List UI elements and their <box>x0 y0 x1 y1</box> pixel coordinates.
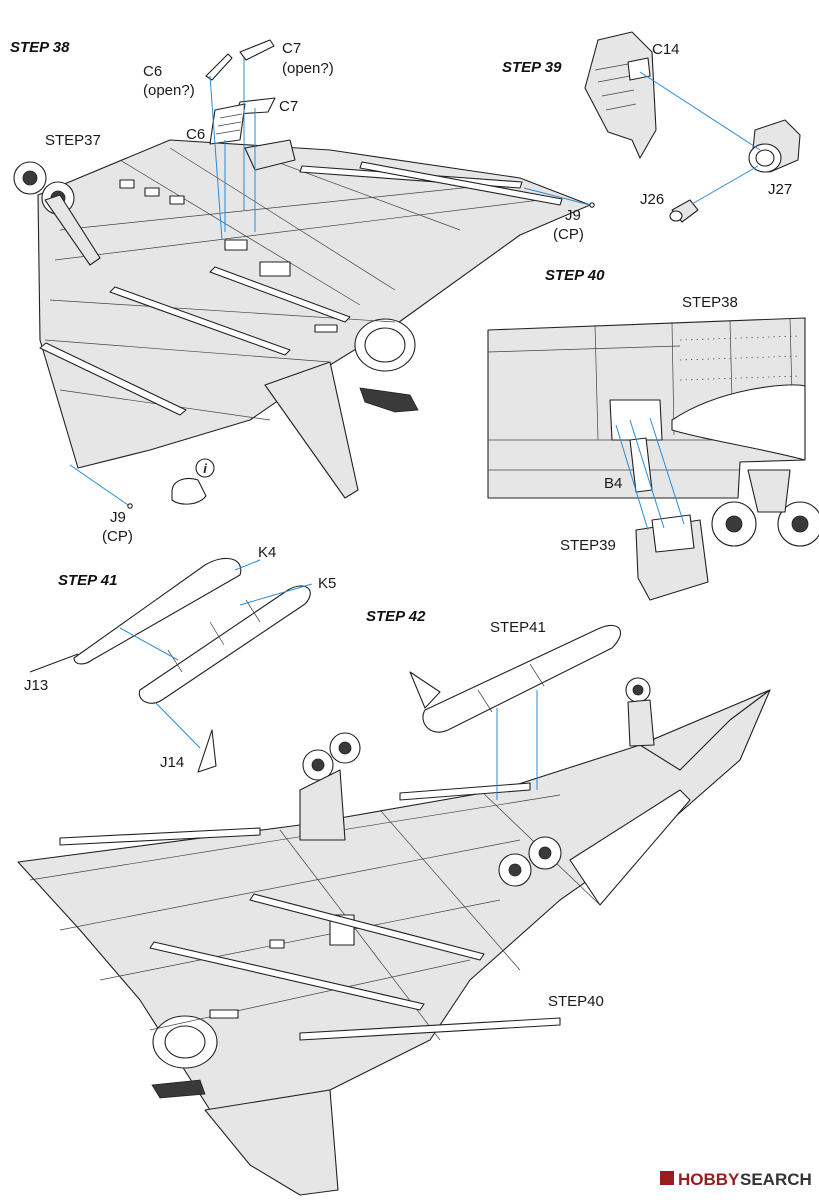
step-40-fuselage-detail <box>487 317 819 547</box>
step-40-title: STEP 40 <box>545 267 605 284</box>
ref-step37: STEP37 <box>45 132 101 149</box>
label-c14: C14 <box>652 41 680 58</box>
main-landing-gear <box>13 161 101 266</box>
label-b4: B4 <box>604 475 622 492</box>
label-c7-open: C7 <box>282 40 301 57</box>
label-c6-open: C6 <box>143 63 162 80</box>
part-c6 <box>209 103 246 145</box>
label-j9-bottom-note: (CP) <box>102 528 133 545</box>
step-40-leaders <box>615 417 685 531</box>
watermark-logo-icon <box>660 1171 674 1185</box>
part-j14 <box>197 729 217 773</box>
ref-step39: STEP39 <box>560 537 616 554</box>
part-j9-bottom <box>127 503 133 509</box>
watermark-text-hobby: HOBBY <box>678 1170 740 1189</box>
step-41-leaders <box>119 559 313 749</box>
step-42: STEP 42 <box>17 608 771 1196</box>
ref-step40: STEP40 <box>548 993 604 1010</box>
step-42-leaders <box>496 690 538 800</box>
part-c7-open <box>239 39 275 61</box>
step-41-missile <box>409 624 622 733</box>
svg-text:i: i <box>203 461 207 476</box>
step-40: STEP 40 <box>487 267 819 601</box>
part-k4 <box>73 557 242 665</box>
label-j9-bottom: J9 <box>110 509 126 526</box>
label-c7: C7 <box>279 98 298 115</box>
label-j13: J13 <box>24 677 48 694</box>
step-38-airframe <box>13 139 591 499</box>
step-38-leaders <box>69 58 591 506</box>
label-j14: J14 <box>160 754 184 771</box>
part-j27 <box>748 119 801 173</box>
part-k5 <box>138 585 311 704</box>
label-j26: J26 <box>640 191 664 208</box>
step-39-title: STEP 39 <box>502 59 562 76</box>
part-j26 <box>669 199 699 223</box>
step-39: STEP 39 C14 J26 J27 <box>502 31 801 223</box>
step-42-landing-gear <box>299 677 655 887</box>
label-k4: K4 <box>258 544 276 561</box>
label-c6-open-note: (open?) <box>143 82 195 99</box>
step-38-title: STEP 38 <box>10 39 70 56</box>
step-42-airframe <box>17 677 771 1196</box>
part-j13 <box>29 653 79 673</box>
part-c14 <box>584 31 657 159</box>
step-38: STEP 38 <box>10 39 595 545</box>
step-41-title: STEP 41 <box>58 572 117 589</box>
k5-panel-lines <box>167 599 261 673</box>
part-j9-right <box>589 202 595 208</box>
label-j9-right-note: (CP) <box>553 226 584 243</box>
label-k5: K5 <box>318 575 336 592</box>
label-c6: C6 <box>186 126 205 143</box>
step-39-leaders <box>639 71 761 205</box>
label-j9-right: J9 <box>565 207 581 224</box>
step-42-title: STEP 42 <box>366 608 426 625</box>
ref-step38: STEP38 <box>682 294 738 311</box>
label-c7-open-note: (open?) <box>282 60 334 77</box>
ref-step41: STEP41 <box>490 619 546 636</box>
step-41: STEP 41 K4 K5 J13 J14 <box>24 544 336 773</box>
part-nose-cone <box>171 477 207 505</box>
info-icon: i <box>195 458 215 478</box>
label-j27: J27 <box>768 181 792 198</box>
watermark-text-search: SEARCH <box>740 1170 812 1189</box>
watermark: HOBBY SEARCH <box>660 1170 812 1189</box>
